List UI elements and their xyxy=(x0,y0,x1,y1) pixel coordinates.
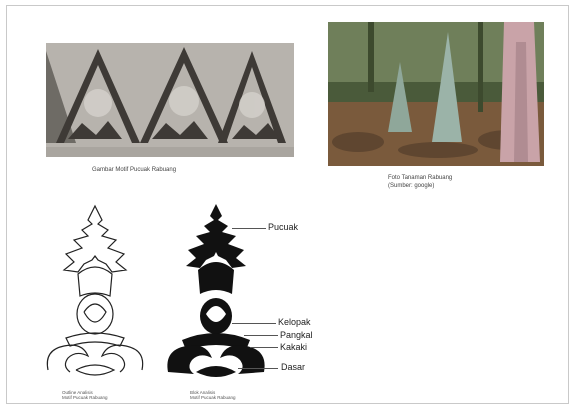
dasar-leader xyxy=(238,368,278,369)
label-pangkal: Pangkal xyxy=(280,330,313,340)
label-kelopak: Kelopak xyxy=(278,317,311,327)
kelopak-leader xyxy=(232,323,276,324)
kakaki-leader xyxy=(250,347,278,348)
label-pucuak: Pucuak xyxy=(268,222,298,232)
motif-image xyxy=(46,43,294,157)
photo-caption-line1: Foto Tanaman Rabuang xyxy=(388,175,452,182)
filled-caption-line2: Motif Pucuak Rabuang xyxy=(190,395,236,400)
outline-motif-drawing xyxy=(36,200,154,386)
motif-caption: Gambar Motif Pucuak Rabuang xyxy=(92,167,176,174)
plant-photo xyxy=(328,22,544,166)
label-dasar: Dasar xyxy=(281,362,305,372)
pangkal-leader xyxy=(244,335,278,336)
label-kakaki: Kakaki xyxy=(280,342,307,352)
pucuak-leader xyxy=(232,228,266,229)
photo-caption-line2: (Sumber: google) xyxy=(388,183,434,190)
outline-caption-line2: Motif Pucuak Rabuang xyxy=(62,395,108,400)
